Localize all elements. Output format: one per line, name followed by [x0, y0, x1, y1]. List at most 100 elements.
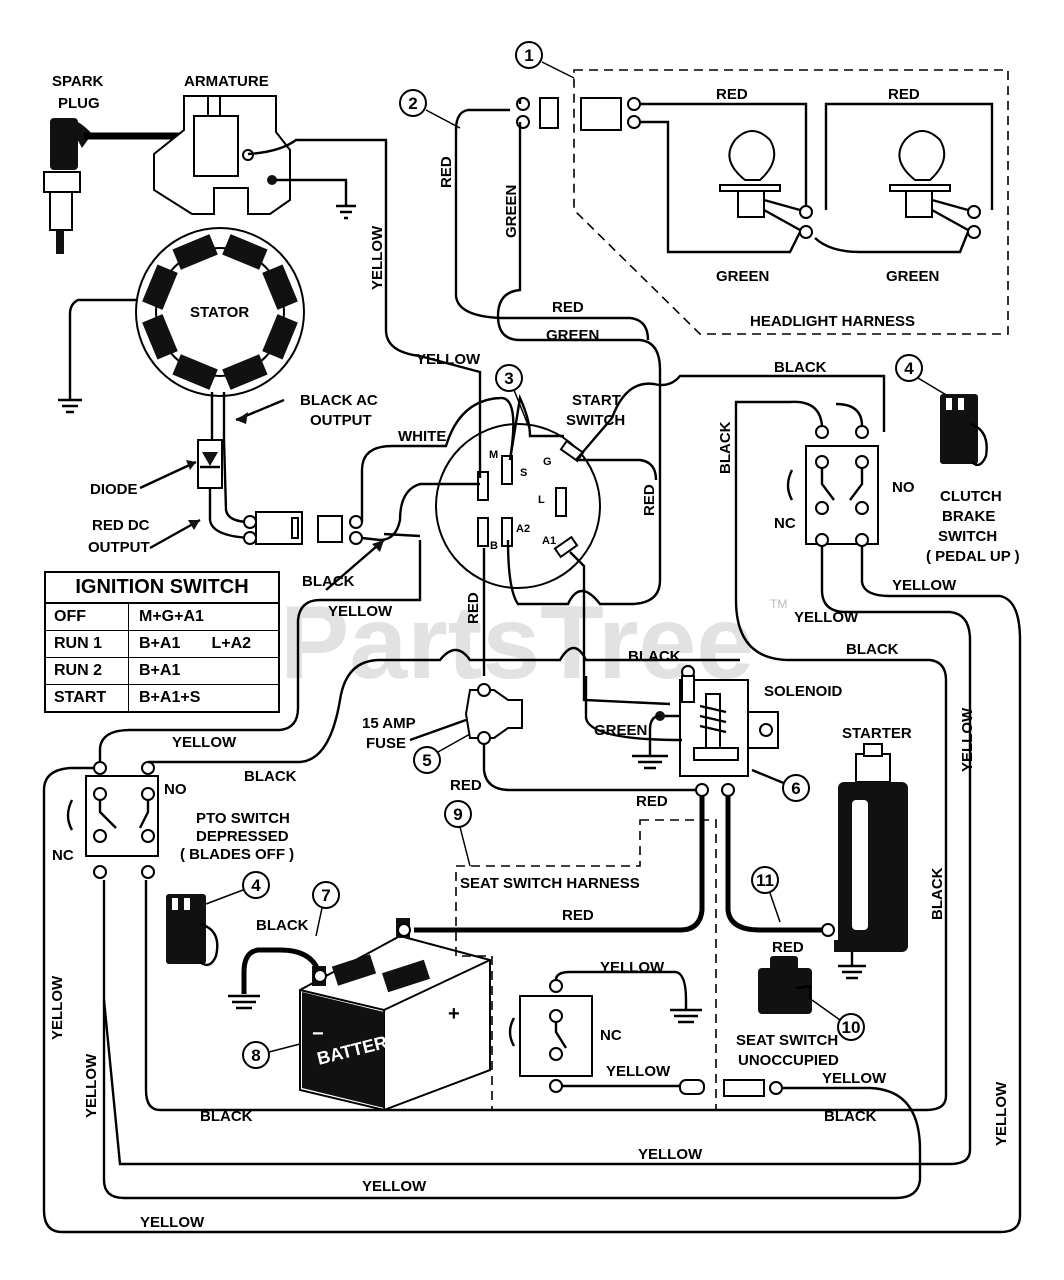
- callout-11: 11: [751, 866, 779, 894]
- callout-6: 6: [782, 774, 810, 802]
- stator-pole: [172, 354, 218, 390]
- fuse-label: 15 AMP: [362, 715, 416, 732]
- black-ac-output-label: OUTPUT: [310, 412, 372, 429]
- table-cell-position: RUN 2: [46, 658, 129, 684]
- pto-nc-label: NC: [52, 847, 74, 864]
- headlight-connector-male: [539, 97, 559, 129]
- wire-label-red: RED: [636, 793, 668, 810]
- table-cell-position: RUN 1: [46, 631, 129, 657]
- wire-label-black: BLACK: [302, 573, 355, 590]
- callout-8: 8: [242, 1041, 270, 1069]
- wire-label-red: RED: [438, 156, 455, 188]
- connector-pin: [627, 115, 641, 129]
- headlight-connector-female: [580, 97, 622, 131]
- headlight-harness-label: HEADLIGHT HARNESS: [750, 313, 915, 330]
- wire-label-green: GREEN: [594, 722, 647, 739]
- wire-label-yellow: YELLOW: [416, 351, 481, 368]
- spark-plug-label: SPARK: [52, 73, 104, 90]
- solenoid-label: SOLENOID: [764, 683, 843, 700]
- armature-label: ARMATURE: [184, 73, 269, 90]
- ground-symbol: [838, 964, 866, 980]
- battery-minus: −: [312, 1023, 324, 1045]
- wire-label-green: GREEN: [886, 268, 939, 285]
- clutch-brake-label: CLUTCH: [940, 488, 1002, 505]
- ignition-switch-table: IGNITION SWITCH OFF M+G+A1 RUN 1 B+A1 L+…: [44, 571, 280, 713]
- fuse: [464, 683, 523, 745]
- battery: BATTERY + −: [299, 918, 491, 1112]
- spark-plug: [43, 118, 186, 254]
- seat-switch-unoccupied-label: UNOCCUPIED: [738, 1052, 839, 1069]
- wire-label-red: RED: [716, 86, 748, 103]
- wire-label-red: RED: [562, 907, 594, 924]
- wire-label-yellow: YELLOW: [172, 734, 237, 751]
- starter: [821, 743, 908, 952]
- terminal-a2: A2: [516, 523, 530, 535]
- terminal-l: L: [538, 494, 545, 506]
- pto-no-label: NO: [164, 781, 187, 798]
- wire-label-black: BLACK: [824, 1108, 877, 1125]
- wire-label-yellow: YELLOW: [369, 225, 386, 290]
- seat-switch-harness-boundary: [455, 819, 717, 1111]
- wire-label-yellow: YELLOW: [822, 1070, 887, 1087]
- svg-text:4: 4: [251, 876, 261, 895]
- wire-label-yellow: YELLOW: [606, 1063, 671, 1080]
- stator-pole: [262, 314, 298, 360]
- wire-label-green: GREEN: [503, 185, 520, 238]
- wire-label-black: BLACK: [774, 359, 827, 376]
- stator-pole: [142, 314, 178, 360]
- ignition-table-title: IGNITION SWITCH: [46, 573, 278, 604]
- svg-text:1: 1: [524, 46, 533, 65]
- wire-label-yellow: YELLOW: [140, 1214, 205, 1231]
- ground-symbol: [670, 1008, 702, 1024]
- svg-text:6: 6: [791, 779, 800, 798]
- ground-symbol: [228, 994, 260, 1010]
- headlight-harness: RED RED GREEN GREEN HEADLIGHT HARNESS: [516, 69, 1009, 335]
- wire-label-yellow: YELLOW: [362, 1178, 427, 1195]
- wire-label-yellow: YELLOW: [993, 1081, 1010, 1146]
- wire-label-black: BLACK: [929, 867, 946, 920]
- headlight-bulb-left: [719, 130, 813, 239]
- ignition-connector: [317, 515, 343, 543]
- clutch-nc-label: NC: [774, 515, 796, 532]
- wire-label-red: RED: [772, 939, 804, 956]
- wire-label-black: BLACK: [846, 641, 899, 658]
- pto-switch-label: ( BLADES OFF ): [180, 846, 294, 863]
- table-cell-position: OFF: [46, 604, 129, 630]
- stator-pole: [142, 264, 178, 310]
- wire-label-yellow: YELLOW: [49, 975, 66, 1040]
- svg-text:11: 11: [756, 871, 774, 890]
- wire-label-red: RED: [552, 299, 584, 316]
- wire-labels: RED GREEN YELLOW RED GREEN YELLOW WHITE …: [49, 156, 1010, 1231]
- terminal-s: S: [520, 467, 527, 479]
- stator-label: STATOR: [190, 304, 249, 321]
- svg-text:2: 2: [408, 94, 417, 113]
- wire-label-black: BLACK: [628, 648, 681, 665]
- wire-label-yellow: YELLOW: [959, 707, 976, 772]
- seat-switch-part: [758, 956, 812, 1014]
- table-cell-contacts: B+A1+S: [139, 689, 201, 706]
- wire-label-yellow: YELLOW: [794, 609, 859, 626]
- stator-pole: [172, 234, 218, 270]
- diode-label: DIODE: [90, 481, 138, 498]
- wire-label-red: RED: [465, 592, 482, 624]
- callout-2: 2: [399, 89, 427, 117]
- connector-pin: [627, 97, 641, 111]
- wire-label-black: BLACK: [717, 421, 734, 474]
- seat-nc-label: NC: [600, 1027, 622, 1044]
- table-row: START B+A1+S: [46, 685, 278, 711]
- pto-switch-label: PTO SWITCH: [196, 810, 290, 827]
- callout-7: 7: [312, 881, 340, 909]
- wire-label-yellow: YELLOW: [638, 1146, 703, 1163]
- fuse-label: FUSE: [366, 735, 406, 752]
- svg-text:7: 7: [321, 886, 330, 905]
- svg-text:8: 8: [251, 1046, 260, 1065]
- table-row: RUN 2 B+A1: [46, 658, 278, 685]
- clutch-brake-label: SWITCH: [938, 528, 997, 545]
- clutch-no-label: NO: [892, 479, 915, 496]
- callout-10: 10: [837, 1013, 865, 1041]
- callout-9: 9: [444, 800, 472, 828]
- spark-plug-label: PLUG: [58, 95, 100, 112]
- ignition-switch: M S G L B A2 A1: [435, 423, 601, 589]
- table-cell-contacts: B+A1: [139, 662, 181, 679]
